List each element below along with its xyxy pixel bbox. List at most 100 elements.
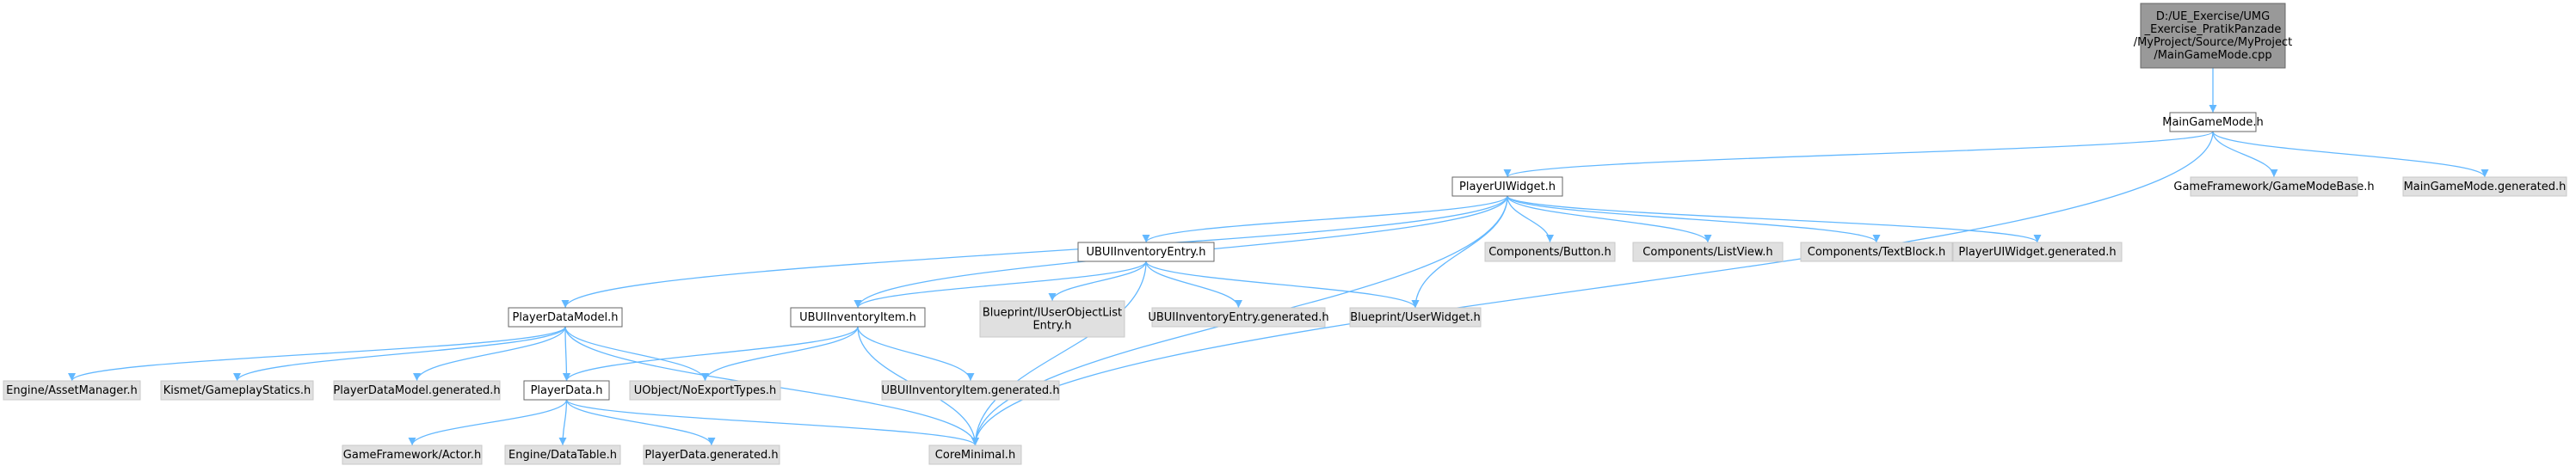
edge-maingamemode_h-to-gameframework_gamemodebase <box>2212 131 2278 178</box>
node-components_listview: Components/ListView.h <box>1632 242 1784 262</box>
edge-ubuiinventoryentry_h-to-blueprint_userwidget <box>1145 261 1420 309</box>
edge-line <box>2212 131 2489 178</box>
node-box <box>342 444 483 465</box>
node-box <box>1632 242 1784 262</box>
node-playerdatamodel_generated: PlayerDataModel.generated.h <box>333 380 501 401</box>
node-box <box>1349 307 1482 328</box>
node-label: Engine/DataTable.h <box>508 449 617 462</box>
node-box <box>928 444 1022 465</box>
edge-ubuiinventoryentry_h-to-ubuiinventoryentry_generated <box>1145 261 1242 309</box>
node-box <box>160 380 314 401</box>
edge-line <box>854 261 1147 309</box>
edge-line <box>408 399 568 446</box>
node-box <box>2190 176 2358 197</box>
node-gameframework_gamemodebase: GameFramework/GameModeBase.h <box>2173 176 2375 197</box>
edge-line <box>1048 261 1147 302</box>
edge-line <box>562 326 570 382</box>
node-coreminimal: CoreMinimal.h <box>928 444 1022 465</box>
edge-maingamemode_h-to-coreminimal <box>971 131 2214 446</box>
edge-line <box>1507 195 1554 243</box>
edge-playerdatamodel_h-to-engine_assetmanager <box>68 326 566 382</box>
node-label: /MainGameMode.cpp <box>2154 49 2271 62</box>
node-maingamemode_generated: MainGameMode.generated.h <box>2402 176 2567 197</box>
edge-line <box>1503 131 2214 178</box>
node-box <box>881 380 1060 401</box>
node-box <box>2169 112 2257 132</box>
edge-line <box>565 399 716 446</box>
edge-line <box>701 326 859 382</box>
edge-line <box>68 326 566 382</box>
node-gameframework_actor: GameFramework/Actor.h <box>342 444 483 465</box>
edge-playeruiwidget_h-to-playeruiwidget_generated <box>1507 195 2042 243</box>
edge-line <box>1145 261 1420 309</box>
node-label: MainGameMode.h <box>2162 116 2264 129</box>
node-label: PlayerData.generated.h <box>644 449 778 462</box>
node-label: UBUIInventoryItem.generated.h <box>881 384 1059 397</box>
edge-line <box>857 326 975 382</box>
edge-playeruiwidget_h-to-ubuiinventoryentry_h <box>1142 195 1508 243</box>
edge-line <box>971 131 2214 446</box>
node-box <box>1952 242 2123 262</box>
edge-line <box>413 326 566 382</box>
edge-line <box>233 326 566 382</box>
node-box <box>2140 3 2286 69</box>
node-engine_assetmanager: Engine/AssetManager.h <box>3 380 141 401</box>
node-label: UBUIInventoryEntry.generated.h <box>1148 311 1328 324</box>
edge-line <box>1507 195 1712 243</box>
edge-line <box>563 326 859 382</box>
node-box <box>2402 176 2567 197</box>
node-box <box>1077 242 1215 262</box>
node-blueprint_userwidget: Blueprint/UserWidget.h <box>1349 307 1482 328</box>
node-ubuiinventoryitem_generated: UBUIInventoryItem.generated.h <box>881 380 1060 401</box>
node-playerdata_generated: PlayerData.generated.h <box>643 444 780 465</box>
node-label: Kismet/GameplayStatics.h <box>163 384 311 397</box>
node-box <box>1451 176 1563 197</box>
edge-maingamemode_h-to-maingamemode_generated <box>2212 131 2489 178</box>
node-playeruiwidget_h[interactable]: PlayerUIWidget.h <box>1451 176 1563 197</box>
node-label: MainGameMode.generated.h <box>2404 181 2567 193</box>
edge-line <box>1142 195 1508 243</box>
node-box <box>504 444 621 465</box>
edge-playerdatamodel_h-to-playerdatamodel_generated <box>413 326 566 382</box>
node-root[interactable]: D:/UE_Exercise/UMG_Exercise_PratikPanzad… <box>2134 3 2293 69</box>
edge-playeruiwidget_h-to-playerdatamodel_h <box>561 195 1508 309</box>
node-label: PlayerDataModel.h <box>513 311 619 324</box>
node-components_button: Components/Button.h <box>1484 242 1616 262</box>
node-playerdata_h[interactable]: PlayerData.h <box>523 380 610 401</box>
node-ubuiinventoryentry_generated: UBUIInventoryEntry.generated.h <box>1148 307 1329 328</box>
node-box <box>643 444 780 465</box>
node-label: PlayerUIWidget.h <box>1459 181 1556 193</box>
node-label: /MyProject/Source/MyProject <box>2134 36 2293 49</box>
edge-playeruiwidget_h-to-components_listview <box>1507 195 1712 243</box>
node-label: PlayerData.h <box>531 384 603 397</box>
node-playerdatamodel_h[interactable]: PlayerDataModel.h <box>508 307 623 328</box>
node-ubuiinventoryitem_h[interactable]: UBUIInventoryItem.h <box>790 307 926 328</box>
node-label: Components/ListView.h <box>1642 246 1772 259</box>
node-engine_datatable: Engine/DataTable.h <box>504 444 621 465</box>
node-playeruiwidget_generated: PlayerUIWidget.generated.h <box>1952 242 2123 262</box>
edge-ubuiinventoryitem_h-to-ubuiinventoryitem_generated <box>857 326 975 382</box>
edge-line <box>558 399 568 446</box>
node-label: UBUIInventoryItem.h <box>799 311 916 324</box>
node-ubuiinventoryentry_h[interactable]: UBUIInventoryEntry.h <box>1077 242 1215 262</box>
edge-line <box>561 195 1508 309</box>
node-uobject_noexporttypes: UObject/NoExportTypes.h <box>629 380 781 401</box>
node-label: Components/Button.h <box>1488 246 1612 259</box>
edge-line <box>1145 261 1242 309</box>
node-box <box>333 380 501 401</box>
edge-maingamemode_h-to-playeruiwidget_h <box>1503 131 2214 178</box>
edge-ubuiinventoryitem_h-to-playerdata_h <box>563 326 859 382</box>
node-label: D:/UE_Exercise/UMG <box>2156 10 2270 23</box>
node-box <box>508 307 623 328</box>
edge-line <box>565 399 979 446</box>
edge-playerdata_h-to-gameframework_actor <box>408 399 568 446</box>
node-label: GameFramework/Actor.h <box>343 449 481 462</box>
graph-nodes: D:/UE_Exercise/UMG_Exercise_PratikPanzad… <box>3 3 2567 465</box>
edge-ubuiinventoryentry_h-to-blueprint_iuserobjectlistentry <box>1048 261 1147 302</box>
node-maingamemode_h[interactable]: MainGameMode.h <box>2162 112 2264 132</box>
node-box <box>979 300 1125 338</box>
edge-ubuiinventoryentry_h-to-ubuiinventoryitem_h <box>854 261 1147 309</box>
node-label: UObject/NoExportTypes.h <box>634 384 776 397</box>
